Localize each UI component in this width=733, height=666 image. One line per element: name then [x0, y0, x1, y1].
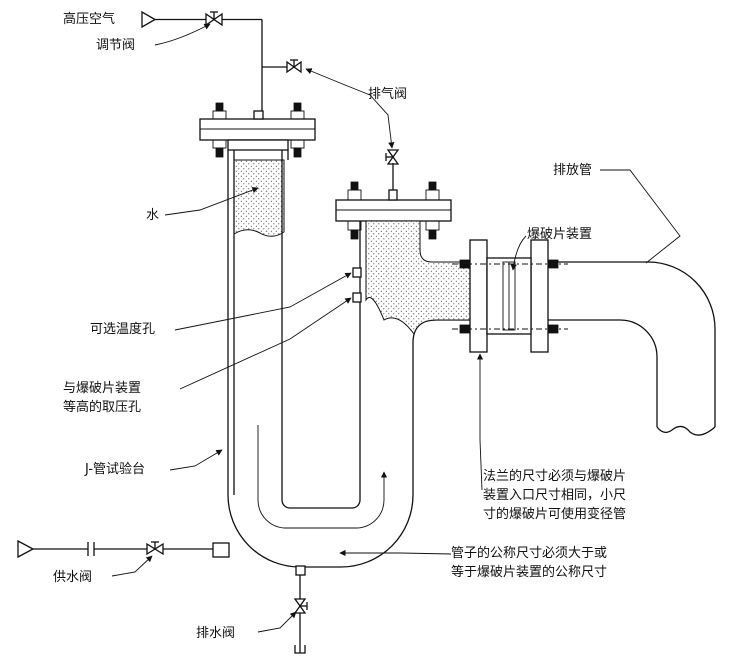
- drain-line: [293, 575, 308, 654]
- right-flange: [335, 149, 471, 336]
- note-pipe-line: 等于爆破片装置的公称尺寸: [451, 565, 608, 580]
- note-flange-line: 装置入口尺寸相同，小尺: [483, 488, 627, 503]
- label-water: 水: [146, 208, 160, 223]
- note-flange-line: 法兰的尺寸必须与爆破片: [483, 469, 627, 484]
- pressure-tap: [352, 292, 362, 303]
- label-regulating-valve: 调节阀: [96, 38, 136, 53]
- label-high-pressure-air: 高压空气: [63, 12, 116, 27]
- lower-vent-valve-symbol: [386, 149, 400, 165]
- label-drain-valve: 排水阀: [196, 626, 236, 641]
- leader-lines: [111, 23, 681, 633]
- left-flange: [199, 102, 316, 158]
- air-supply-line: [141, 10, 302, 112]
- temp-hole-tap: [352, 267, 362, 278]
- water-supply-line: [17, 539, 213, 559]
- label-j-tube-test-rig: J-管试验台: [85, 462, 146, 477]
- label-pressure-tap-line2: 等高的取压孔: [63, 400, 142, 415]
- note-flange-line: 寸的爆破片可使用变径管: [483, 507, 627, 522]
- label-vent-valve: 排气阀: [368, 87, 408, 102]
- note-flange-size: 法兰的尺寸必须与爆破片 装置入口尺寸相同，小尺 寸的爆破片可使用变径管: [483, 467, 626, 524]
- label-discharge-pipe: 排放管: [553, 163, 593, 178]
- elbow-water: [365, 220, 471, 336]
- air-source-triangle: [141, 10, 157, 29]
- label-optional-temp-hole: 可选温度孔: [90, 322, 156, 337]
- label-water-supply-valve: 供水阀: [53, 570, 93, 585]
- upper-vent-valve-symbol: [286, 60, 302, 74]
- rupture-disc-holder: [452, 239, 568, 353]
- label-rupture-disc-device: 爆破片装置: [527, 227, 593, 242]
- label-pressure-tap-line1: 与爆破片装置: [63, 381, 142, 396]
- j-tube: [212, 150, 470, 576]
- water-column: [233, 159, 285, 237]
- discharge-pipe-drawing: [548, 261, 716, 436]
- note-pipe-line: 管子的公称尺寸必须大于或: [451, 546, 608, 561]
- note-pipe-size: 管子的公称尺寸必须大于或 等于爆破片装置的公称尺寸: [451, 544, 607, 582]
